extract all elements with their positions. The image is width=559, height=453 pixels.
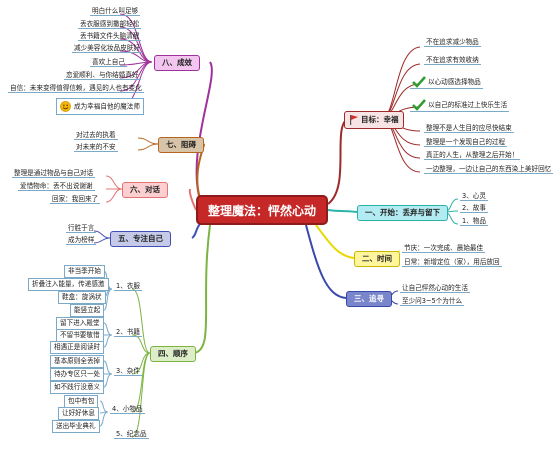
obstacle-item: 对未来的不安 [74,143,118,152]
trace-item: 至少问3~5个为什么 [400,297,465,306]
check-icon [412,99,426,111]
branch-time[interactable]: 二、时间 [354,251,400,267]
time-item: 节庆：一次完成、晨始最佳 [402,244,486,253]
order-item: 送出毕业典礼 [52,420,100,433]
result-item: 丢衣服感到撒部轻松 [78,20,142,29]
goal-item: 不在追求减少物品 [424,38,481,47]
order-group: 5、纪念品 [114,430,149,439]
start-item: 3、心灵 [460,192,488,201]
flag-icon [350,115,358,125]
start-item: 2、故事 [460,204,488,213]
goal-item: 一边整理，一边让自己的东西染上美好回忆 [424,165,554,174]
goal-item: 不在追求有效收纳 [424,56,481,65]
order-group: 4、小物品 [110,405,145,414]
result-item: 明白什么叫足够 [90,7,141,16]
branch-focus[interactable]: 五、专注自己 [110,231,171,247]
order-item: 不留书要敬惜 [56,329,104,342]
goal-item: 真正的人生，从整理之后开始！ [424,151,521,160]
time-item: 日常：新增定位（家），用后放回 [402,258,502,267]
order-item: 基本原则全丢掉 [50,355,105,368]
trace-item: 让自己怦然心动的生活 [400,284,470,293]
order-item: 待办专区只一处 [50,368,105,381]
result-item: 恋爱顺利、与你结婚真好 [64,71,141,80]
order-item: 鞋盒：旋涡状 [58,291,106,304]
obstacle-item: 对过去的执着 [74,131,118,140]
order-item: 相遇正是阅读时 [50,341,105,354]
order-item: 如不践行没意义 [50,381,105,394]
dialogue-item: 整理是通过物品与自己对话 [12,169,96,178]
branch-result[interactable]: 八、成效 [154,55,200,71]
branch-obstacle[interactable]: 七、阻碍 [158,137,204,153]
focus-item: 成为榜样 [66,236,97,245]
central-topic[interactable]: 整理魔法：怦然心动 [196,195,328,225]
focus-item: 行胜于言 [66,224,97,233]
order-item: 让好好休息 [58,407,99,420]
start-item: 1、物品 [460,217,488,226]
dialogue-item: 回家：我回来了 [50,195,101,204]
dialogue-item: 爱惜物命：丢不出说谢谢 [18,182,95,191]
branch-order[interactable]: 四、顺序 [150,346,196,362]
goal-item: 以心动感选择物品 [410,76,483,89]
result-item: 喜欢上自己 [90,58,127,67]
result-item: 减少美容化妆品皮肤好 [72,44,142,53]
order-item: 非当季开始 [64,265,105,278]
order-group: 1、衣服 [114,282,142,291]
order-group: 2、书籍 [114,328,142,337]
order-item: 折叠注入能量，传递感激 [28,278,109,291]
branch-dialogue[interactable]: 六、对话 [122,182,168,198]
branch-goal[interactable]: 目标：幸福 [344,111,404,129]
branch-start[interactable]: 一、开始：丢弃与留下 [357,205,448,221]
order-item: 能竖立起 [70,304,105,317]
order-group: 3、杂件 [114,367,142,376]
goal-item: 整理是一个发现自己的过程 [424,138,508,147]
branch-trace[interactable]: 三、追寻 [346,291,392,307]
result-item: 自信：未来变得值得信赖，遇见的人也有变化 [8,84,144,93]
result-item: 丢书籍文件头脑清醒 [78,32,142,41]
smiley-icon [60,101,71,112]
order-item: 留下进入殿堂 [56,317,104,330]
result-item: 成为幸福自他的魔法师 [56,98,144,115]
goal-item: 以自己的标准过上快乐生活 [410,99,510,112]
order-item: 包中有包 [64,395,99,408]
branch-goal-label: 目标：幸福 [361,115,399,124]
goal-item: 整理不是人生目的应尽快结束 [424,124,514,133]
check-icon [412,76,426,88]
